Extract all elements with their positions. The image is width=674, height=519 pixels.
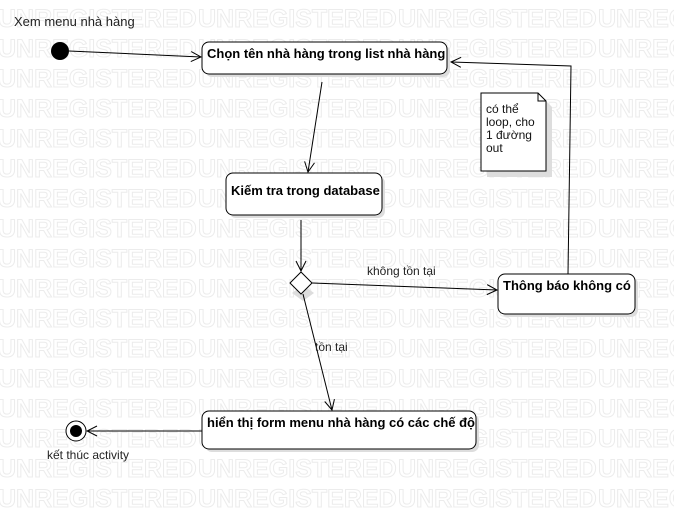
watermark-text: UNREGISTERED xyxy=(598,485,674,513)
watermark-text: UNREGISTERED xyxy=(398,365,597,393)
watermark-text: UNREGISTERED xyxy=(598,5,674,33)
watermark-text: UNREGISTERED xyxy=(0,125,197,153)
watermark-text: UNREGISTERED xyxy=(0,185,197,213)
watermark-text: UNREGISTERED xyxy=(598,185,674,213)
watermark-text: UNREGISTERED xyxy=(398,185,597,213)
end-label: kết thúc activity xyxy=(47,448,129,462)
watermark-text: UNREGISTERED xyxy=(0,155,197,183)
edge-label-exist: tồn tại xyxy=(315,340,348,354)
action-show-menu-form-label: hiển thị form menu nhà hàng có các chế đ… xyxy=(207,415,475,430)
watermark-text: UNREGISTERED xyxy=(0,365,197,393)
watermark-text: UNREGISTERED xyxy=(0,455,197,483)
decision-node xyxy=(289,271,314,301)
edge-label-not-exist: không tồn tại xyxy=(367,264,436,278)
note-line-1: có thể xyxy=(486,102,519,116)
watermark-text: UNREGISTERED xyxy=(198,365,397,393)
action-check-database-label: Kiếm tra trong database xyxy=(231,183,380,198)
watermark-text: UNREGISTERED xyxy=(598,245,674,273)
watermark-text: UNREGISTERED xyxy=(598,365,674,393)
watermark-text: UNREGISTERED xyxy=(0,425,197,453)
watermark-text: UNREGISTERED xyxy=(598,65,674,93)
watermark-text: UNREGISTERED xyxy=(0,485,197,513)
edge-notify-loop-to-choose xyxy=(451,62,572,275)
action-notify-not-found-label: Thông báo không có xyxy=(503,278,631,293)
edge-choose-to-check xyxy=(308,81,323,172)
watermark-text: UNREGISTERED xyxy=(598,95,674,123)
watermark-text: UNREGISTERED xyxy=(598,215,674,243)
watermark-text: UNREGISTERED xyxy=(398,455,597,483)
watermark-text: UNREGISTERED xyxy=(598,455,674,483)
watermark-text: UNREGISTERED xyxy=(398,335,597,363)
watermark-text: UNREGISTERED xyxy=(198,215,397,243)
watermark-text: UNREGISTERED xyxy=(598,425,674,453)
watermark-text: UNREGISTERED xyxy=(0,245,197,273)
watermark-text: UNREGISTERED xyxy=(398,245,597,273)
watermark-text: UNREGISTERED xyxy=(0,95,197,123)
watermark-text: UNREGISTERED xyxy=(0,395,197,423)
watermark-text: UNREGISTERED xyxy=(598,155,674,183)
edge-decision-to-show xyxy=(302,293,332,410)
watermark-text: UNREGISTERED xyxy=(198,5,397,33)
watermark-text: UNREGISTERED xyxy=(198,125,397,153)
watermark-text: UNREGISTERED xyxy=(0,5,197,33)
watermark-text: UNREGISTERED xyxy=(398,485,597,513)
watermark-text: UNREGISTERED xyxy=(198,455,397,483)
watermark-text: UNREGISTERED xyxy=(198,335,397,363)
watermark-text: UNREGISTERED xyxy=(0,305,197,333)
start-label: Xem menu nhà hàng xyxy=(14,14,135,29)
watermark-text: UNREGISTERED xyxy=(198,305,397,333)
watermark-text: UNREGISTERED xyxy=(0,65,197,93)
watermark-text: UNREGISTERED xyxy=(598,35,674,63)
action-choose-restaurant-label: Chọn tên nhà hàng trong list nhà hàng xyxy=(207,46,445,61)
action-show-menu-form: hiển thị form menu nhà hàng có các chế đ… xyxy=(201,410,479,452)
action-choose-restaurant: Chọn tên nhà hàng trong list nhà hàng xyxy=(201,41,450,77)
watermark-text: UNREGISTERED xyxy=(0,275,197,303)
watermark-text: UNREGISTERED xyxy=(598,395,674,423)
note-line-4: out xyxy=(486,141,503,155)
action-notify-not-found: Thông báo không có xyxy=(497,273,638,317)
action-check-database: Kiếm tra trong database xyxy=(225,172,385,218)
watermark-text: UNREGISTERED xyxy=(198,95,397,123)
note: có thể loop, cho 1 đường out xyxy=(480,92,552,177)
final-node xyxy=(65,420,87,442)
edge-decision-to-notify xyxy=(311,282,497,290)
watermark-text: UNREGISTERED xyxy=(198,485,397,513)
watermark-text: UNREGISTERED xyxy=(398,5,597,33)
watermark-text: UNREGISTERED xyxy=(598,125,674,153)
note-line-3: 1 đường xyxy=(486,128,532,142)
svg-text:có thể loop, cho 1: có thể loop, cho 1 đường out xyxy=(486,102,538,155)
edge-start-to-choose xyxy=(68,50,201,57)
watermark-text: UNREGISTERED xyxy=(0,215,197,243)
watermark-text: UNREGISTERED xyxy=(0,35,197,63)
note-line-2: loop, cho xyxy=(486,115,535,129)
initial-node xyxy=(51,42,69,60)
watermark-text: UNREGISTERED xyxy=(398,215,597,243)
watermark-text: UNREGISTERED xyxy=(0,335,197,363)
watermark-text: UNREGISTERED xyxy=(598,335,674,363)
